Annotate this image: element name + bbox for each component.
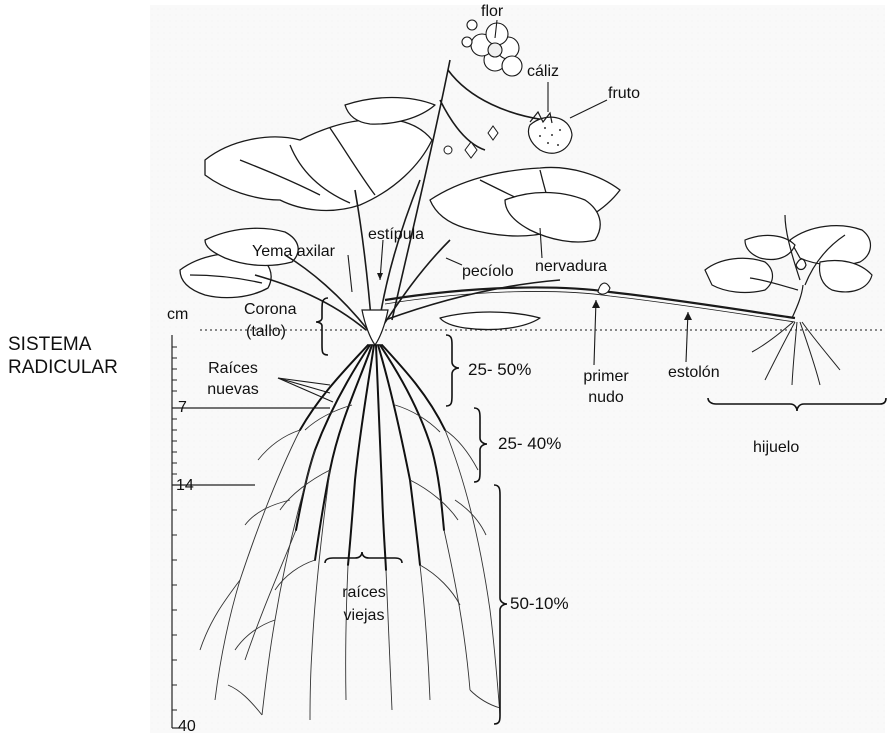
label-yema-axilar: Yema axilar: [252, 242, 335, 261]
label-raices-viejas-2: viejas: [320, 606, 408, 625]
label-raices-viejas-1: raíces: [320, 583, 408, 602]
label-flor: flor: [481, 2, 503, 21]
label-nudo: nudo: [575, 388, 637, 407]
label-caliz: cáliz: [527, 62, 559, 81]
pct-upper: 25- 50%: [468, 360, 531, 379]
label-cm: cm: [167, 305, 188, 324]
label-radicular: RADICULAR: [8, 356, 118, 379]
label-nuevas: nuevas: [188, 380, 278, 399]
label-estolon: estolón: [668, 363, 720, 382]
depth-tick-14: 14: [176, 476, 194, 495]
pct-middle: 25- 40%: [498, 434, 561, 453]
label-corona: Corona: [244, 300, 296, 319]
label-fruto: fruto: [608, 84, 640, 103]
label-raices: Raíces: [188, 359, 278, 378]
label-tallo: (tallo): [246, 322, 286, 341]
label-estipula: estípula: [368, 225, 424, 244]
label-primer: primer: [575, 367, 637, 386]
depth-tick-40: 40: [178, 717, 196, 736]
pct-lower: 50-10%: [510, 594, 569, 613]
label-peciolo: pecíolo: [462, 262, 514, 281]
depth-tick-7: 7: [178, 398, 187, 417]
label-sistema: SISTEMA: [8, 333, 91, 356]
label-nervadura: nervadura: [535, 257, 607, 276]
label-hijuelo: hijuelo: [753, 438, 799, 457]
